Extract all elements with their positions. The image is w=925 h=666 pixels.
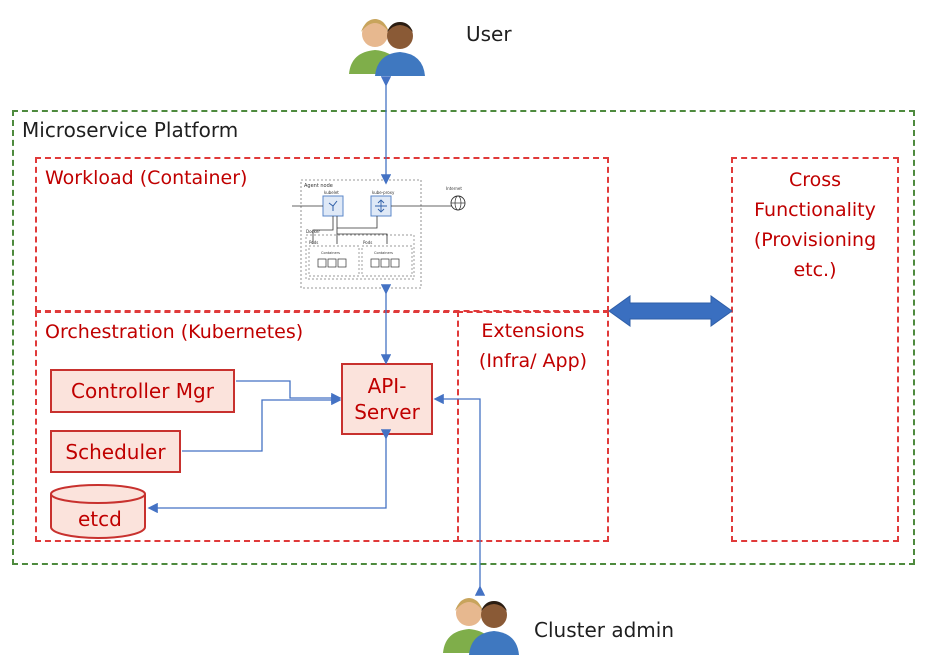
cluster-admin-label: Cluster admin — [534, 618, 675, 642]
pods-right-label: Pods — [363, 240, 372, 245]
etcd-cylinder — [50, 484, 146, 539]
agent-node-diagram: Agent node kubelet kube-proxy Internet D… — [292, 179, 466, 289]
platform-title: Microservice Platform — [22, 118, 239, 142]
controller-to-api-arrow — [236, 380, 342, 404]
kube-proxy-label: kube-proxy — [372, 190, 395, 195]
user-label: User — [466, 22, 512, 46]
orchestration-title: Orchestration (Kubernetes) — [45, 321, 304, 343]
containers-left-label: Containers — [321, 251, 340, 255]
user-icon — [349, 19, 425, 76]
kubelet-label: kubelet — [324, 190, 339, 195]
controller-mgr-box: Controller Mgr — [50, 369, 235, 413]
globe-icon — [450, 195, 466, 211]
containers-left-icon — [317, 258, 347, 268]
agent-node-title: Agent node — [304, 183, 333, 189]
extensions-title-line1: Extensions — [481, 320, 585, 342]
cross-functionality-box — [731, 157, 899, 542]
api-server-line2: Server — [354, 400, 420, 424]
cross-title-line3: (Provisioning — [753, 229, 877, 251]
extensions-title-line2: (Infra/ App) — [478, 350, 588, 372]
api-to-etcd-arrow — [147, 429, 392, 514]
docker-frame — [305, 234, 415, 280]
scheduler-to-api-arrow — [182, 394, 342, 452]
cross-functionality-title: Cross Functionality (Provisioning etc.) — [732, 165, 898, 285]
containers-right-label: Containers — [374, 251, 393, 255]
cluster-admin-icon — [443, 598, 519, 655]
admin-to-api-arrow — [433, 393, 486, 596]
api-server-line1: API- — [367, 374, 407, 398]
workload-title: Workload (Container) — [45, 167, 248, 189]
pods-left-label: Pods — [309, 240, 318, 245]
containers-right-icon — [370, 258, 400, 268]
cross-title-line1: Cross — [788, 169, 842, 191]
cross-functionality-double-arrow — [608, 295, 733, 327]
cross-title-line2: Functionality — [754, 199, 876, 221]
internet-label: Internet — [446, 186, 462, 191]
extensions-title: Extensions (Infra/ App) — [458, 316, 608, 376]
cross-title-line4: etc.) — [793, 259, 837, 281]
etcd-label: etcd — [78, 507, 122, 531]
